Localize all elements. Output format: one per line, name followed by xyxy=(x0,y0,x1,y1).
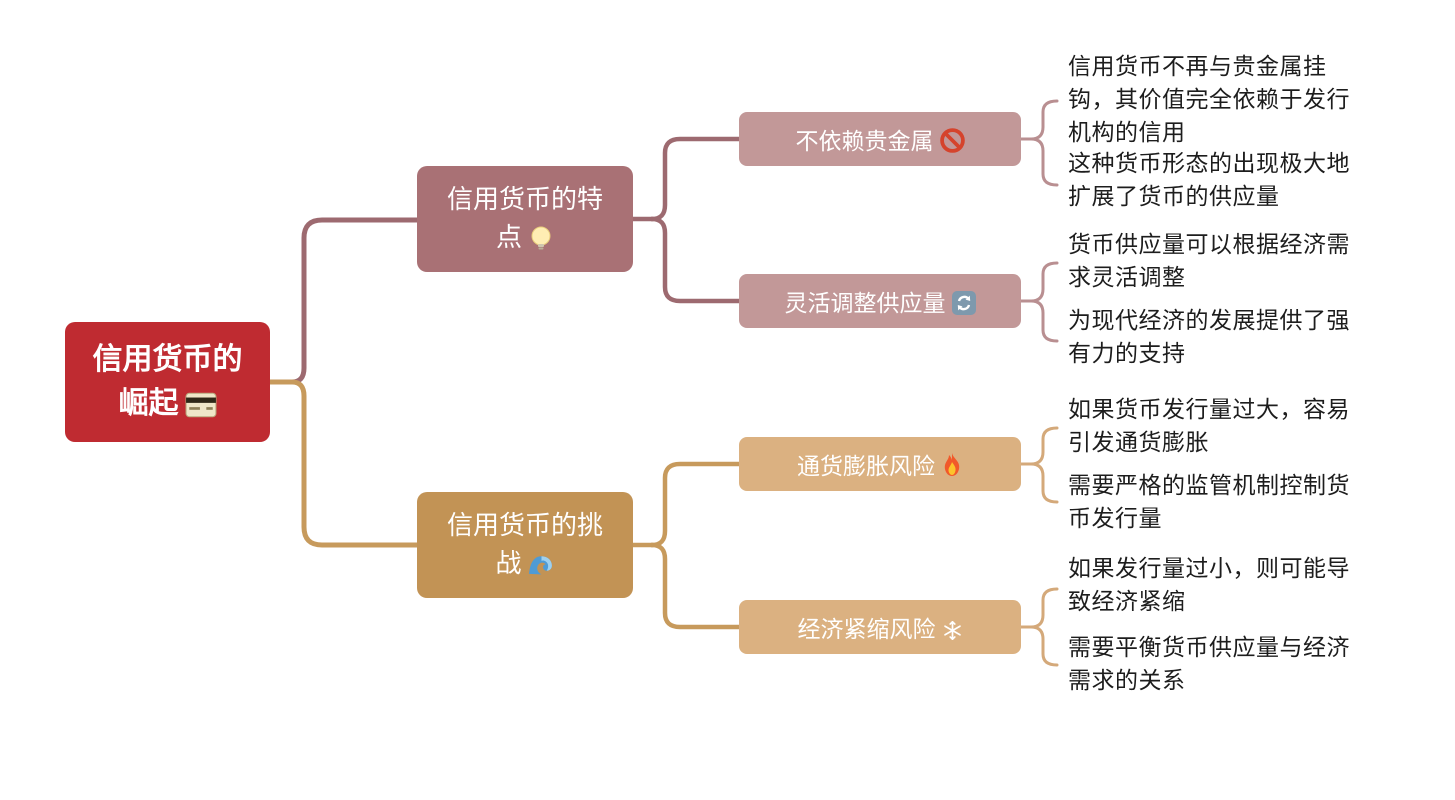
branch-node-challenges[interactable]: 信用货币的挑战 xyxy=(417,492,633,598)
fire-icon xyxy=(941,452,963,478)
sub-node-label: 经济紧缩风险 xyxy=(797,617,936,643)
connector-branch1-to-sub2 xyxy=(649,216,742,304)
brace-sub3 xyxy=(1019,426,1059,504)
connector-branch2-to-sub4 xyxy=(649,542,742,630)
connector-root-to-branch1 xyxy=(289,217,420,385)
root-node[interactable]: 信用货币的崛起 xyxy=(65,322,270,442)
connector-branch1-to-sub1 xyxy=(649,136,742,222)
brace-sub2 xyxy=(1019,261,1059,343)
prohibited-icon xyxy=(939,128,965,153)
brace-sub1 xyxy=(1019,99,1059,187)
note-no-precious-metal-1[interactable]: 信用货币不再与贵金属挂钩，其价值完全依赖于发行机构的信用 xyxy=(1068,54,1350,146)
sub-node-label: 不依赖贵金属 xyxy=(795,129,934,155)
branch-node-features[interactable]: 信用货币的特点 xyxy=(417,166,633,272)
connector-root-to-branch2 xyxy=(267,379,420,548)
branch-node-label: 信用货币的挑战 xyxy=(446,511,603,579)
refresh-icon xyxy=(951,291,976,316)
sub-node-no-precious-metal[interactable]: 不依赖贵金属 xyxy=(739,112,1021,166)
root-node-label: 信用货币的崛起 xyxy=(92,342,243,421)
note-inflation-risk-1[interactable]: 如果货币发行量过大，容易引发通货膨胀 xyxy=(1068,397,1350,456)
note-no-precious-metal-2[interactable]: 这种货币形态的出现极大地扩展了货币的供应量 xyxy=(1068,151,1350,210)
credit-card-icon xyxy=(185,392,217,418)
sub-node-inflation-risk[interactable]: 通货膨胀风险 xyxy=(739,437,1021,491)
note-contraction-risk-2[interactable]: 需要平衡货币供应量与经济需求的关系 xyxy=(1068,635,1350,694)
snowflake-icon xyxy=(942,620,963,641)
note-contraction-risk-1[interactable]: 如果发行量过小，则可能导致经济紧缩 xyxy=(1068,556,1350,615)
note-flexible-supply-2[interactable]: 为现代经济的发展提供了强有力的支持 xyxy=(1068,308,1350,367)
sub-node-label: 通货膨胀风险 xyxy=(797,454,935,480)
sub-node-flexible-supply[interactable]: 灵活调整供应量 xyxy=(739,274,1021,328)
note-flexible-supply-1[interactable]: 货币供应量可以根据经济需求灵活调整 xyxy=(1068,232,1350,291)
sub-node-contraction-risk[interactable]: 经济紧缩风险 xyxy=(739,600,1021,654)
note-inflation-risk-2[interactable]: 需要严格的监管机制控制货币发行量 xyxy=(1068,473,1350,532)
connector-branch2-to-sub3 xyxy=(649,461,742,548)
light-bulb-icon xyxy=(528,225,554,251)
brace-sub4 xyxy=(1019,587,1059,667)
sub-node-label: 灵活调整供应量 xyxy=(784,291,946,317)
wave-icon xyxy=(528,552,555,577)
branch-node-label: 信用货币的特点 xyxy=(446,185,603,253)
